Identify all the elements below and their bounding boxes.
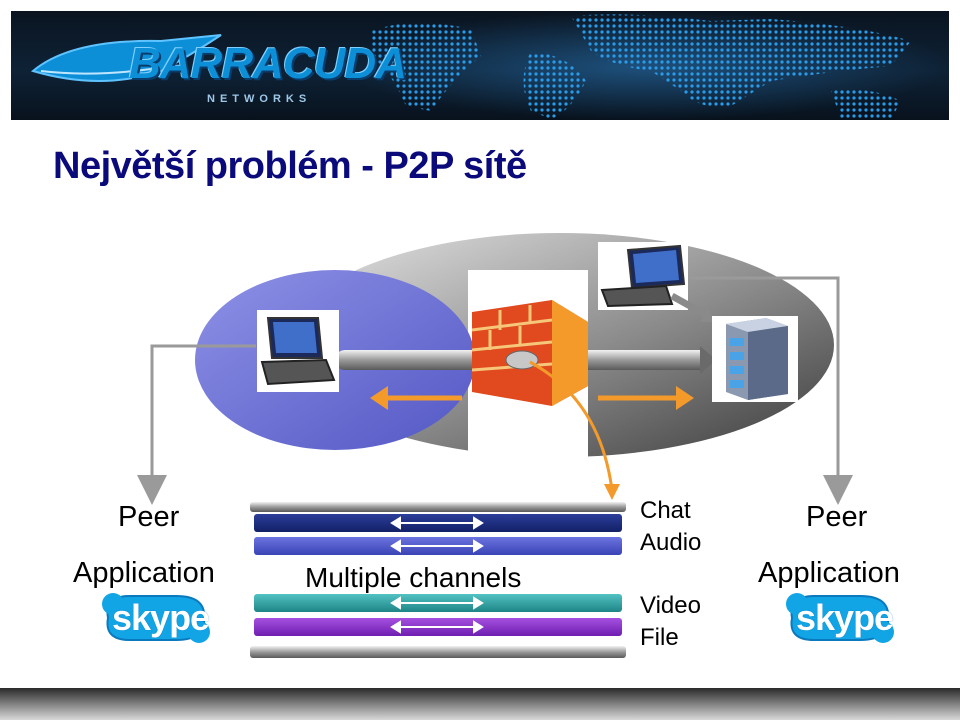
logo-text: BARRACUDA [129,39,407,88]
channel-bottom-cap [250,646,626,658]
channels-stack [250,502,626,658]
laptop-to-server-arrow [670,292,710,320]
channel-top-cap [250,502,626,512]
pipe-arrow-head [700,346,716,374]
channel-arrows [390,516,484,634]
skype-logo-right [786,593,894,643]
skype-text-left: skype [112,597,210,638]
skype-logo-left [102,593,210,643]
header-banner: BARRACUDA NETWORKS [11,11,949,120]
slide-title: Největší problém - P2P sítě [53,145,527,187]
video-label: Video [640,592,701,619]
left-application-label: Application [73,557,215,589]
logo-subtext: NETWORKS [207,93,312,105]
world-map-graphic [30,11,949,120]
orange-forward-arrow [598,386,694,410]
inspection-arrow [529,360,614,491]
left-peer-label: Peer [118,501,180,533]
skype-text-right: skype [796,597,894,638]
right-application-label: Application [758,557,900,589]
left-peer-connector [137,344,256,505]
server-icon [712,316,798,402]
audio-label: Audio [640,529,702,556]
right-peer-connector [690,276,853,505]
orange-bidirectional-arrow [370,386,462,410]
file-label: File [640,624,679,651]
channels-label: Multiple channels [303,562,524,593]
laptop-icon [257,310,339,392]
footer-bar [0,688,960,720]
right-peer-label: Peer [806,501,868,533]
chat-label: Chat [640,497,691,524]
firewall-icon [471,300,588,406]
inspection-arrow-head [604,484,620,500]
